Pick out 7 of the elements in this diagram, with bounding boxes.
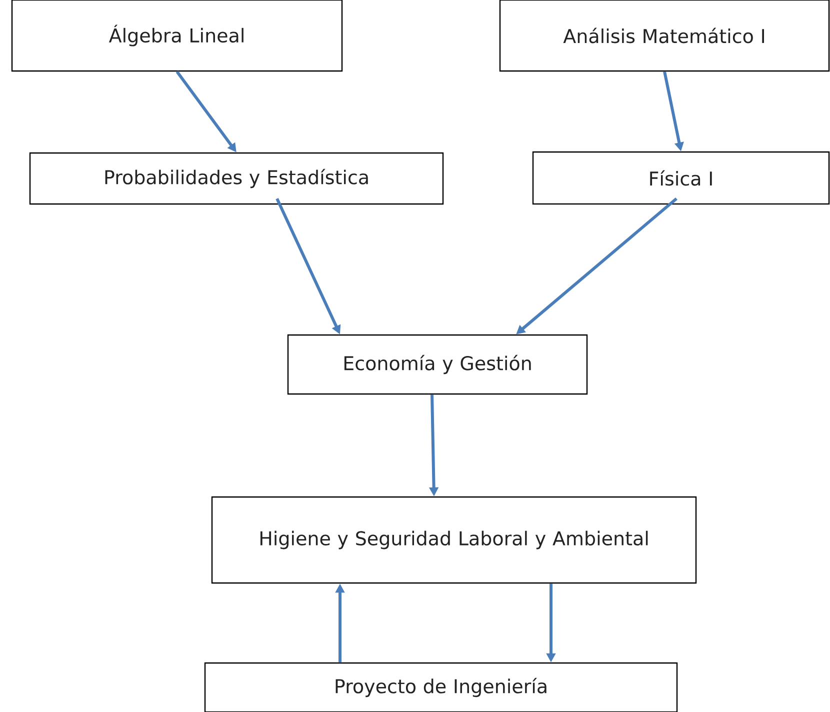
course-box: Álgebra Lineal [11,0,343,72]
course-box: Probabilidades y Estadística [29,152,444,205]
course-box: Economía y Gestión [287,334,588,395]
course-box: Proyecto de Ingeniería [204,662,678,712]
course-box: Análisis Matemático I [499,0,830,72]
course-box: Física I [532,151,830,205]
course-box: Higiene y Seguridad Laboral y Ambiental [211,496,697,584]
